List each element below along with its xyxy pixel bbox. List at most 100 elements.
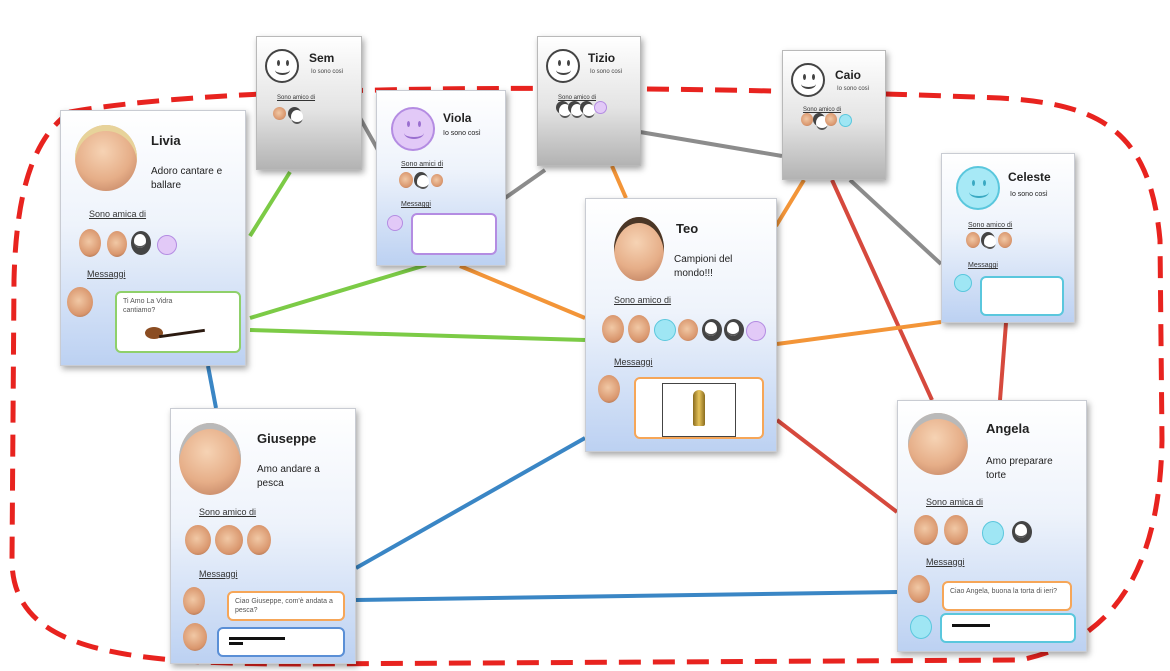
reply-sender-icon xyxy=(910,615,932,639)
friend-smiley-icon[interactable] xyxy=(288,107,303,124)
friend-smiley-icon[interactable] xyxy=(724,319,744,341)
friend-smiley-icon[interactable] xyxy=(414,172,429,189)
profile-name: Celeste xyxy=(1008,170,1051,184)
profile-status: Adoro cantare e ballare xyxy=(151,166,223,191)
friend-smiley-icon[interactable] xyxy=(981,232,996,249)
friend-avatar[interactable] xyxy=(273,107,286,120)
friend-cyan-icon[interactable] xyxy=(839,114,852,127)
reply-bubble[interactable] xyxy=(217,627,345,657)
profile-photo xyxy=(75,125,137,191)
friends-label: Sono amica di xyxy=(926,497,984,507)
friend-smiley-icon[interactable] xyxy=(580,101,595,118)
friend-avatar[interactable] xyxy=(602,315,624,343)
message-bubble[interactable] xyxy=(980,276,1064,316)
connection-caio-angela xyxy=(830,179,934,401)
connection-giuseppe-angela xyxy=(355,590,898,602)
friend-smiley-icon[interactable] xyxy=(1012,521,1032,543)
friend-smiley-icon[interactable] xyxy=(702,319,722,341)
connection-tizio-teo xyxy=(610,165,628,199)
friend-avatar[interactable] xyxy=(79,229,101,257)
friend-cyan-icon[interactable] xyxy=(654,319,676,341)
profile-card-celeste[interactable]: Celeste Io sono così Sono amico di Messa… xyxy=(941,153,1075,323)
connection-viola-teo xyxy=(459,264,586,320)
friend-avatar[interactable] xyxy=(399,172,413,188)
connection-celeste-angela xyxy=(998,322,1008,401)
profile-status: Campioni del mondo!!! xyxy=(674,254,733,279)
profile-card-sem[interactable]: Sem Io sono così Sono amico di xyxy=(256,36,362,170)
messages-label: Messaggi xyxy=(199,569,238,579)
messages-label: Messaggi xyxy=(968,262,998,269)
profile-name: Caio xyxy=(835,68,862,82)
message-bubble[interactable]: Ciao Angela, buona la torta di ieri? xyxy=(942,581,1072,611)
profile-status: Io sono così xyxy=(837,86,870,92)
friend-avatar[interactable] xyxy=(678,319,698,341)
handwritten-reply-scribble xyxy=(229,642,243,645)
profile-name: Livia xyxy=(151,133,181,148)
profile-status: Io sono così xyxy=(1010,191,1048,198)
message-sender-avatar xyxy=(183,587,205,615)
cyan-smiley-icon xyxy=(956,166,1000,210)
message-bubble[interactable]: Ti Amo La Vidra cantiamo? xyxy=(115,291,241,353)
friend-smiley-icon[interactable] xyxy=(813,113,828,130)
friend-avatar[interactable] xyxy=(998,232,1012,248)
friend-avatar[interactable] xyxy=(247,525,271,555)
profile-photo xyxy=(908,413,968,475)
profile-card-viola[interactable]: Viola Io sono così Sono amici di Messagg… xyxy=(376,90,506,266)
message-bubble[interactable]: Ciao Giuseppe, com'è andata a pesca? xyxy=(227,591,345,621)
friend-avatar[interactable] xyxy=(801,113,813,126)
profile-name: Teo xyxy=(676,221,699,236)
friend-avatar[interactable] xyxy=(825,113,837,126)
message-bubble[interactable] xyxy=(411,213,497,255)
connection-sem-livia xyxy=(248,170,292,238)
profile-card-giuseppe[interactable]: Giuseppe Amo andare a pesca Sono amico d… xyxy=(170,408,356,664)
message-text: Ciao Angela, buona la torta di ieri? xyxy=(950,588,1058,595)
friend-smiley-icon[interactable] xyxy=(131,231,151,255)
profile-status: Amo andare a pesca xyxy=(257,464,320,489)
message-sender-avatar xyxy=(908,575,930,603)
messages-label: Messaggi xyxy=(926,557,965,567)
guitar-image xyxy=(145,327,205,339)
connection-giuseppe-teo xyxy=(355,436,586,570)
friends-label: Sono amico di xyxy=(277,95,316,101)
profile-name: Angela xyxy=(986,421,1030,436)
friends-label: Sono amica di xyxy=(89,209,147,219)
friend-avatar[interactable] xyxy=(215,525,243,555)
friend-violet-icon[interactable] xyxy=(746,321,766,341)
gray-smiley-icon xyxy=(265,49,299,83)
friends-label: Sono amico di xyxy=(199,507,257,517)
friend-avatar[interactable] xyxy=(431,174,443,187)
friend-avatar[interactable] xyxy=(185,525,211,555)
reply-bubble[interactable] xyxy=(940,613,1076,643)
message-sender-avatar xyxy=(598,375,620,403)
handwritten-reply-scribble xyxy=(952,624,990,627)
profile-card-caio[interactable]: Caio Io sono così Sono amico di xyxy=(782,50,886,180)
friend-violet-icon[interactable] xyxy=(157,235,177,255)
profile-name: Viola xyxy=(443,111,472,125)
messages-label: Messaggi xyxy=(401,201,431,208)
connection-tizio-caio xyxy=(639,130,783,158)
connection-livia-giuseppe xyxy=(206,365,218,409)
message-sender-avatar xyxy=(67,287,93,317)
gray-smiley-icon xyxy=(791,63,825,97)
connection-teo-celeste xyxy=(776,320,942,346)
profile-name: Tizio xyxy=(588,51,616,65)
profile-card-tizio[interactable]: Tizio Io sono così Sono amico di xyxy=(537,36,641,166)
profile-card-angela[interactable]: Angela Amo preparare torte Sono amica di… xyxy=(897,400,1087,652)
friend-avatar[interactable] xyxy=(944,515,968,545)
friend-violet-icon[interactable] xyxy=(594,101,607,114)
message-sender-icon xyxy=(954,274,972,292)
handwritten-reply-scribble xyxy=(229,637,285,640)
friend-avatar[interactable] xyxy=(914,515,938,545)
friend-avatar[interactable] xyxy=(628,315,650,343)
friend-avatar[interactable] xyxy=(107,231,127,257)
profile-card-teo[interactable]: Teo Campioni del mondo!!! Sono amico di … xyxy=(585,198,777,452)
profile-card-livia[interactable]: Livia Adoro cantare e ballare Sono amica… xyxy=(60,110,246,366)
message-bubble[interactable] xyxy=(634,377,764,439)
friend-cyan-icon[interactable] xyxy=(982,521,1004,545)
connection-teo-angela xyxy=(775,418,899,514)
world-cup-trophy-image xyxy=(662,383,736,437)
message-text: Ciao Giuseppe, com'è andata a pesca? xyxy=(235,598,333,614)
friend-avatar[interactable] xyxy=(966,232,980,248)
profile-photo xyxy=(179,423,241,495)
